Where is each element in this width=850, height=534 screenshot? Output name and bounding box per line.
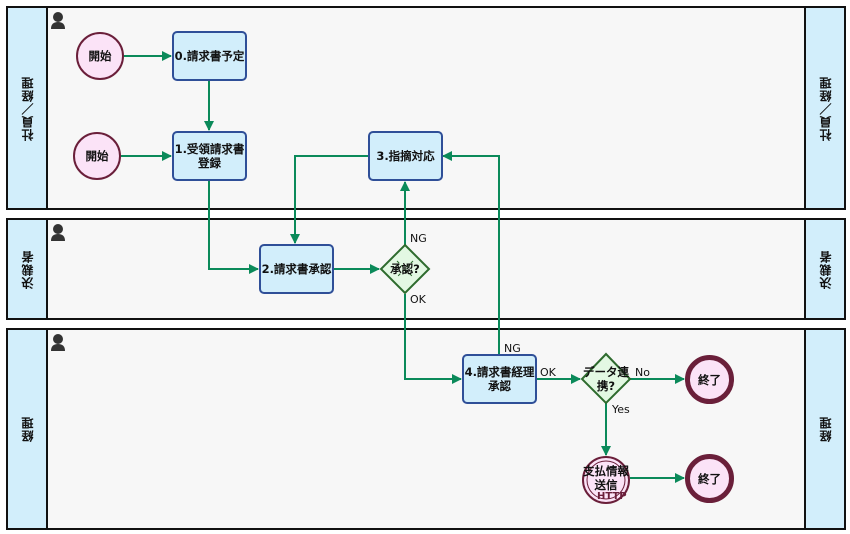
task-invoice-schedule[interactable]: 0.請求書予定 (172, 31, 247, 81)
gateway-approval[interactable] (379, 243, 431, 295)
edge-label-yes: Yes (612, 403, 630, 416)
task-accounting-approval[interactable]: 4.請求書経理 承認 (462, 354, 537, 404)
user-icon (51, 12, 65, 29)
task-register-invoice[interactable]: 1.受領請求書 登録 (172, 131, 247, 181)
task-label: 4.請求書経理 (464, 365, 535, 379)
edge-label-ng: NG (410, 232, 427, 245)
lane-header-right: 決裁者 (804, 220, 844, 318)
event-label: 終了 (698, 471, 721, 486)
send-event-rings (582, 456, 630, 504)
task-label: 承認 (488, 379, 511, 393)
end-event-2[interactable]: 終了 (685, 454, 734, 503)
send-label-line: 送信 (594, 478, 618, 492)
gateway-data-integration-label: データ連 携? (574, 365, 638, 393)
task-address-feedback[interactable]: 3.指摘対応 (368, 131, 443, 181)
send-label-line: 支払情報 (583, 464, 629, 478)
task-label: 登録 (198, 156, 221, 170)
user-icon (51, 224, 65, 241)
start-event-2[interactable]: 開始 (73, 132, 121, 180)
user-icon (51, 334, 65, 351)
task-label: 1.受領請求書 (174, 142, 245, 156)
gateway-label-line: 携? (596, 379, 616, 393)
gateway-approval-label: 承認? (390, 262, 420, 276)
flow-task4-task3-ng[interactable] (442, 151, 500, 354)
send-payment-info-label: 支払情報 送信 (576, 464, 636, 492)
lane-header-right: 社員／経理 (804, 8, 844, 208)
event-label: 開始 (88, 49, 112, 63)
task-invoice-approval[interactable]: 2.請求書承認 (259, 244, 334, 294)
lane-header-left: 経理 (8, 330, 48, 528)
edge-label-ok: OK (410, 293, 426, 306)
edge-label-no: No (635, 366, 650, 379)
lane-header-right: 経理 (804, 330, 844, 528)
gateway-data-integration[interactable] (580, 352, 632, 405)
end-event-1[interactable]: 終了 (685, 355, 734, 404)
task-label: 2.請求書承認 (261, 262, 332, 276)
event-label: 終了 (698, 372, 721, 387)
start-event-1[interactable]: 開始 (76, 32, 124, 80)
flow-gateway1-task4-ok[interactable] (404, 294, 462, 384)
task-label: 3.指摘対応 (376, 149, 435, 163)
task-label: 0.請求書予定 (174, 49, 245, 63)
flow-task1-task2[interactable] (208, 181, 259, 274)
lane-approver: 決裁者 決裁者 (6, 218, 846, 320)
lane-header-left: 決裁者 (8, 220, 48, 318)
lane-header-left: 社員／経理 (8, 8, 48, 208)
http-tag: HTTP (597, 491, 627, 502)
flow-task3-task2[interactable] (290, 155, 368, 244)
edge-label-ng: NG (504, 342, 521, 355)
event-label: 開始 (85, 149, 109, 163)
gateway-label-line: データ連 (583, 365, 629, 379)
edge-label-ok: OK (540, 366, 556, 379)
